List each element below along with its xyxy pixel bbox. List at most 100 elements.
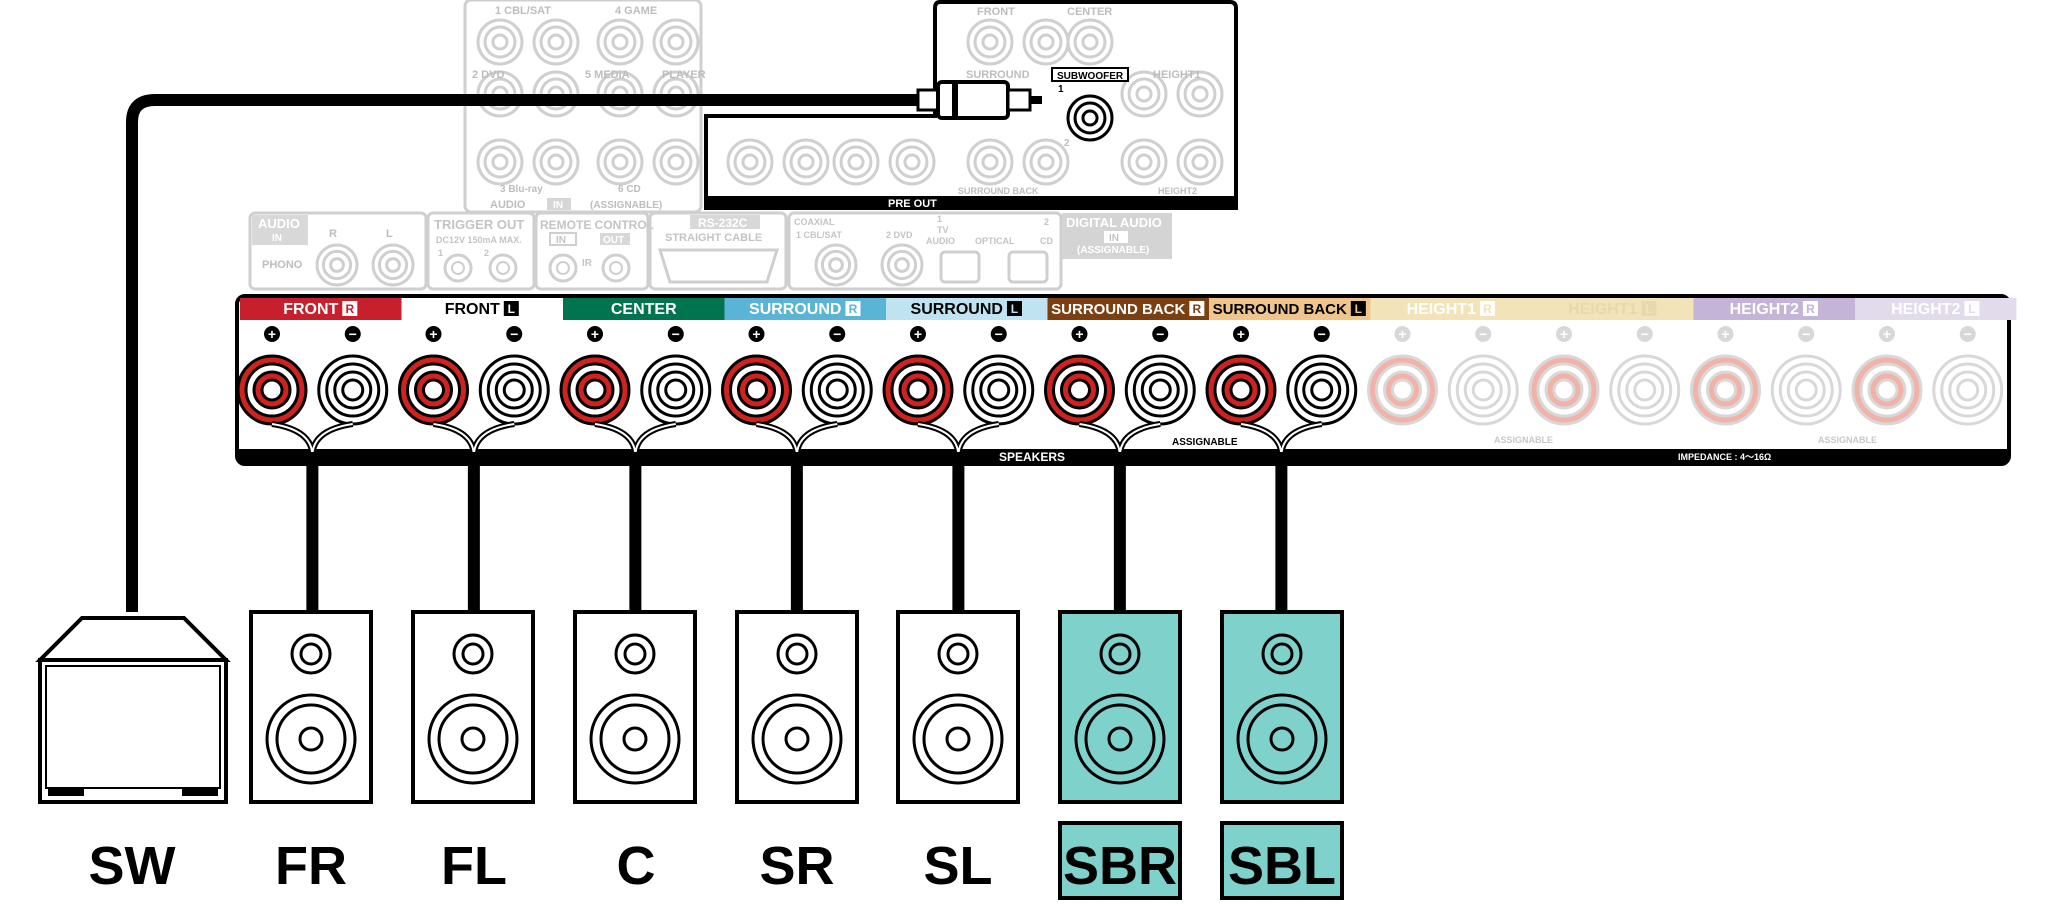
impedance-label: IMPEDANCE : 4～16Ω: [1678, 452, 1771, 462]
pre-out-jack-8: [1176, 70, 1224, 118]
speaker-cable-3: [790, 452, 803, 616]
pre-out-jack-5-pin: [1135, 153, 1153, 171]
polarity-icon-2: [425, 326, 442, 342]
polarity-symbol-0: +: [268, 326, 276, 342]
label-strip-text-0: FRONT: [283, 301, 338, 318]
woofer-ring-6: [1246, 703, 1318, 775]
small-jack-inner-1: [496, 261, 510, 275]
small-jack-inner-2: [556, 261, 570, 275]
phono-jack-r: [315, 243, 359, 287]
speaker-wire-split-inner-5: [1079, 423, 1161, 457]
polarity-icon-7: [829, 326, 846, 342]
label-strip-badge-1: L: [508, 302, 515, 316]
speaker-boxes: [249, 610, 1344, 804]
pre-out-jack-11: [832, 138, 880, 186]
speaker-cable-2: [629, 452, 642, 616]
digital-audio-label: DIGITAL AUDIO: [1066, 215, 1162, 230]
speaker-label-sr: SR: [759, 836, 834, 896]
trigger-out-label: TRIGGER OUT: [434, 217, 524, 232]
polarity-icon-3: [506, 326, 523, 342]
tweeter-icon-1: [452, 633, 494, 675]
remote-out: OUT: [603, 235, 624, 246]
tweeter-center-1: [461, 642, 485, 666]
phono-jack-l-ring: [377, 249, 409, 281]
rs232c-label: RS-232C: [698, 216, 748, 230]
pre-out-jack-1: [1022, 18, 1070, 66]
pre-out-jack-3-pin: [981, 153, 999, 171]
pre-out-jack-7-pin: [1135, 85, 1153, 103]
coax-jack-2-ring: [886, 249, 918, 281]
audio-in-jack-9-ring: [539, 145, 573, 179]
audio-in-label-3: 3 Blu-ray: [500, 184, 543, 195]
pre-out-center-label: CENTER: [1067, 6, 1112, 18]
label-strip-badge-9: R: [1806, 302, 1815, 316]
speaker-wire-split-inner-3: [756, 423, 838, 457]
assignable-label-h1: ASSIGNABLE: [1494, 435, 1553, 445]
cables: [126, 80, 1323, 616]
pre-out-jack-4: [1022, 138, 1070, 186]
label-strip-badge-5: R: [1193, 302, 1202, 316]
middle-connector-panel: AUDIO IN PHONO R L TRIGGER OUT DC12V 150…: [248, 211, 1172, 291]
audio-in-label-5: 5 MEDIA: [585, 69, 630, 81]
label-strip-text-10: HEIGHT2: [1891, 301, 1960, 318]
speaker-label-c: C: [617, 836, 656, 896]
audio-in-jack-0: [476, 18, 524, 66]
terminal-hole-5: [664, 378, 688, 402]
woofer-icon-4: [912, 693, 1004, 785]
optical-cd: CD: [1040, 236, 1053, 246]
woofer-icon-3: [751, 693, 843, 785]
phono-jacks: [315, 243, 415, 287]
pre-out-sub-2: 2: [1064, 138, 1070, 149]
audio-in-jack-10: [596, 138, 644, 186]
audio-in-jack-0-pin: [491, 33, 509, 51]
audio-in-jack-1: [532, 18, 580, 66]
speaker-wire-split-inner-0: [271, 423, 353, 457]
polarity-symbol-15: −: [1479, 326, 1487, 342]
tweeter-center-4: [946, 642, 970, 666]
speaker-label-fl: FL: [441, 836, 507, 896]
assignable-label-sb: ASSIGNABLE: [1172, 437, 1238, 448]
subwoofer-cable: [126, 94, 925, 612]
phono-audio-label: AUDIO: [258, 216, 300, 231]
label-strip-bg-1: [401, 298, 563, 320]
audio-in-jack-11-ring: [659, 145, 693, 179]
phono-label: PHONO: [262, 259, 303, 271]
pre-out-jack-9-ring: [733, 145, 767, 179]
pre-out-height1-label: HEIGHT1: [1153, 69, 1201, 81]
terminal-hole-0: [260, 378, 284, 402]
subwoofer-jack: [1066, 94, 1114, 142]
woofer-ring-0: [275, 703, 347, 775]
woofer-ring-3: [761, 703, 833, 775]
pre-out-title: PRE OUT: [888, 198, 937, 210]
label-strip-text-8: HEIGHT1: [1568, 301, 1637, 318]
audio-in-jack-8-ring: [483, 145, 517, 179]
polarity-symbol-20: +: [1883, 326, 1891, 342]
optical-2: 2: [1044, 217, 1049, 227]
pre-out-jack-3: [966, 138, 1014, 186]
audio-in-jack-1-pin: [547, 33, 565, 51]
audio-in-label-1: 1 CBL/SAT: [495, 5, 551, 17]
label-strip-badge-bg-0: [342, 301, 358, 316]
label-strip-bg-0: [240, 298, 402, 320]
label-strip-badge-3: R: [849, 302, 858, 316]
label-strip-badge-bg-5: [1189, 301, 1205, 316]
audio-in-jack-1-ring: [539, 25, 573, 59]
polarity-symbol-9: −: [995, 326, 1003, 342]
phono-jack-l: [371, 243, 415, 287]
remote-control-label: REMOTE CONTROL: [540, 218, 654, 232]
pre-out-jack-2-ring: [1073, 25, 1107, 59]
polarity-icon-12: [1233, 326, 1249, 342]
terminal-hole-9: [987, 378, 1011, 402]
tweeter-center-2: [623, 642, 647, 666]
label-strip-text-5: SURROUND BACK: [1051, 301, 1185, 318]
optical-port-icon-2: [1007, 250, 1049, 284]
label-strip-badge-7: R: [1483, 302, 1492, 316]
rs232c-port-icon: [657, 248, 780, 284]
polarity-icon-5: [667, 326, 684, 342]
audio-in-footer-assignable: (ASSIGNABLE): [590, 200, 662, 211]
phono-r: R: [329, 228, 337, 240]
pre-out-jack-2: [1066, 18, 1114, 66]
woofer-icon-6: [1236, 693, 1328, 785]
polarity-icon-10: [1071, 326, 1088, 342]
speakers-label: SPEAKERS: [999, 450, 1065, 464]
